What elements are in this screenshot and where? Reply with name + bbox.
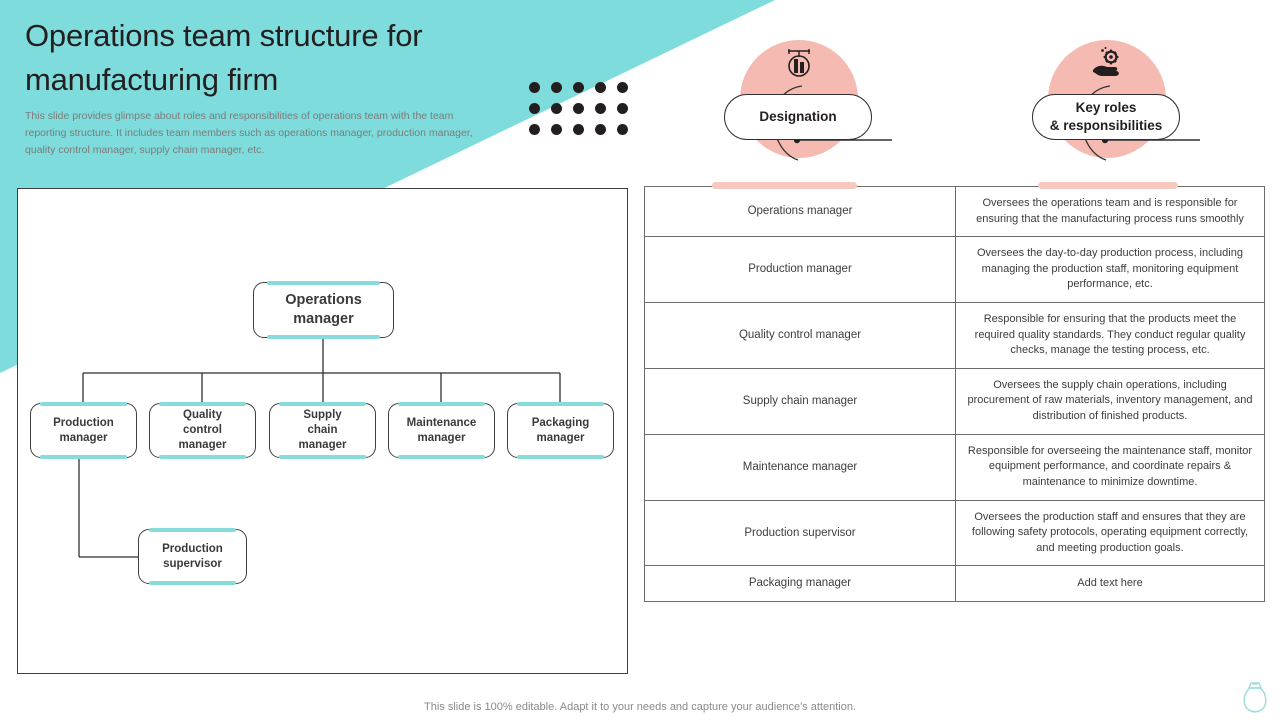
- measuring-scale-icon: [782, 46, 816, 80]
- dot: [617, 103, 628, 114]
- dot: [529, 124, 540, 135]
- cell-designation: Production manager: [644, 236, 956, 304]
- org-node-line1: Operations: [285, 292, 362, 309]
- org-node-line1: Supply: [303, 409, 342, 422]
- table-row[interactable]: Production manager Oversees the day-to-d…: [644, 236, 1265, 304]
- org-node-line1: Maintenance: [406, 416, 477, 429]
- org-node-line2: chain: [307, 424, 338, 437]
- roles-table-body: Operations manager Oversees the operatio…: [644, 185, 1265, 602]
- dot: [617, 124, 628, 135]
- slide-header: Operations team structure for manufactur…: [25, 14, 505, 159]
- money-bag-icon: [1240, 680, 1270, 714]
- cell-key-roles: Responsible for ensuring that the produc…: [955, 302, 1265, 369]
- dot: [573, 124, 584, 135]
- org-node-production-manager[interactable]: Production manager: [30, 402, 137, 459]
- cell-designation: Maintenance manager: [644, 433, 956, 501]
- dot: [573, 103, 584, 114]
- org-node-line2: manager: [417, 431, 466, 444]
- org-node-line1: Production: [53, 416, 114, 429]
- dot: [595, 103, 606, 114]
- key-roles-bubble-group: Key roles & responsibilities: [1032, 40, 1280, 190]
- table-row[interactable]: Operations manager Oversees the operatio…: [644, 185, 1265, 238]
- page-subtitle: This slide provides glimpse about roles …: [25, 110, 473, 157]
- cell-key-roles: Oversees the operations team and is resp…: [955, 185, 1265, 238]
- dot: [529, 82, 540, 93]
- dot-grid-decoration: [529, 82, 639, 145]
- org-node-line1: Quality: [183, 409, 222, 422]
- cell-key-roles: Add text here: [955, 565, 1265, 602]
- org-node-production-supervisor[interactable]: Production supervisor: [138, 528, 247, 585]
- dot: [551, 124, 562, 135]
- table-row[interactable]: Supply chain manager Oversees the supply…: [644, 367, 1265, 435]
- designation-bubble-group: Designation: [712, 40, 980, 190]
- key-roles-pink-bar: [1038, 182, 1178, 189]
- key-roles-label-line2: & responsibilities: [1049, 118, 1163, 133]
- dot: [617, 82, 628, 93]
- org-node-line2: manager: [59, 431, 108, 444]
- org-node-line2: supervisor: [163, 557, 222, 570]
- dot: [573, 82, 584, 93]
- key-roles-pill[interactable]: Key roles & responsibilities: [1032, 94, 1180, 140]
- org-node-line2: control: [183, 424, 222, 437]
- table-row[interactable]: Packaging manager Add text here: [644, 565, 1265, 602]
- cell-key-roles: Oversees the supply chain operations, in…: [955, 367, 1265, 435]
- org-node-line1: Packaging: [531, 416, 590, 429]
- designation-pill[interactable]: Designation: [724, 94, 872, 140]
- table-row[interactable]: Maintenance manager Responsible for over…: [644, 433, 1265, 501]
- hand-gear-icon: [1090, 46, 1124, 80]
- page-title: Operations team structure for manufactur…: [25, 18, 423, 98]
- roles-table: Operations manager Oversees the operatio…: [644, 185, 1265, 602]
- cell-designation: Production supervisor: [644, 499, 956, 567]
- cell-key-roles: Responsible for overseeing the maintenan…: [955, 433, 1265, 501]
- cell-designation: Operations manager: [644, 185, 956, 238]
- org-node-line2: manager: [293, 311, 354, 327]
- cell-designation: Quality control manager: [644, 302, 956, 369]
- cell-key-roles: Oversees the day-to-day production proce…: [955, 236, 1265, 304]
- cell-designation: Packaging manager: [644, 565, 956, 602]
- key-roles-label-line1: Key roles: [1075, 100, 1137, 116]
- org-node-operations-manager[interactable]: Operations manager: [253, 281, 394, 339]
- dot: [595, 82, 606, 93]
- table-row[interactable]: Production supervisor Oversees the produ…: [644, 499, 1265, 567]
- footer-note: This slide is 100% editable. Adapt it to…: [424, 701, 856, 713]
- org-node-line3: manager: [298, 438, 347, 451]
- org-node-line1: Production: [162, 542, 223, 555]
- org-node-maintenance-manager[interactable]: Maintenance manager: [388, 402, 495, 459]
- cell-key-roles: Oversees the production staff and ensure…: [955, 499, 1265, 567]
- dot: [551, 82, 562, 93]
- org-node-line2: manager: [536, 431, 585, 444]
- org-node-packaging-manager[interactable]: Packaging manager: [507, 402, 614, 459]
- org-node-line3: manager: [178, 438, 227, 451]
- designation-label: Designation: [759, 109, 837, 125]
- roles-table-wrapper: Operations manager Oversees the operatio…: [644, 185, 1265, 602]
- cell-designation: Supply chain manager: [644, 367, 956, 435]
- org-node-quality-control-manager[interactable]: Quality control manager: [149, 402, 256, 459]
- designation-pink-bar: [712, 182, 857, 189]
- org-node-supply-chain-manager[interactable]: Supply chain manager: [269, 402, 376, 459]
- table-row[interactable]: Quality control manager Responsible for …: [644, 302, 1265, 369]
- dot: [595, 124, 606, 135]
- dot: [551, 103, 562, 114]
- dot: [529, 103, 540, 114]
